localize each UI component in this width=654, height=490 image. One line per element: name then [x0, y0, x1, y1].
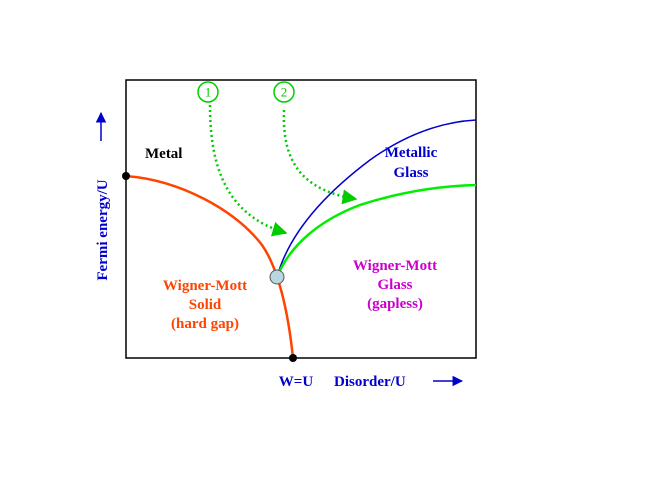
path-2-number: 2	[281, 85, 288, 100]
x-axis-label: Disorder/U	[334, 374, 406, 390]
metallic-glass-boundary	[276, 119, 477, 278]
wigner-mott-glass-label: Wigner-Mott Glass (gapless)	[353, 258, 437, 312]
wigner-mott-solid-line-3: (hard gap)	[171, 316, 239, 332]
path-1-marker: 1	[197, 81, 219, 103]
metallic-glass-label: Metallic Glass	[385, 145, 438, 181]
wigner-mott-glass-line-1: Wigner-Mott	[353, 258, 437, 274]
plot-frame	[125, 79, 477, 359]
wigner-mott-glass-boundary	[275, 183, 477, 278]
wigner-mott-solid-line-1: Wigner-Mott	[163, 278, 247, 294]
metallic-glass-line-2: Glass	[393, 165, 428, 181]
wigner-mott-solid-line-2: Solid	[189, 297, 222, 313]
path-2-circle	[273, 81, 295, 103]
path-1-circle	[197, 81, 219, 103]
y-axis-label: Fermi energy/U	[95, 179, 111, 280]
path-1-arrow	[208, 104, 288, 237]
metal-label: Metal	[145, 146, 182, 162]
disorder-axis-endpoint	[289, 354, 297, 362]
path-1-number: 1	[205, 85, 212, 100]
metal-boundary-endpoint	[122, 172, 130, 180]
wigner-mott-glass-line-2: Glass	[377, 277, 412, 293]
wigner-mott-glass-line-3: (gapless)	[367, 296, 423, 312]
wigner-mott-solid-boundary	[125, 174, 295, 359]
wigner-mott-solid-label: Wigner-Mott Solid (hard gap)	[163, 278, 247, 332]
metallic-glass-line-1: Metallic	[385, 145, 438, 161]
path-2-arrow	[282, 109, 358, 205]
critical-point	[269, 269, 285, 285]
x-tick-w-equals-u: W=U	[279, 374, 314, 390]
path-2-marker: 2	[273, 81, 295, 103]
